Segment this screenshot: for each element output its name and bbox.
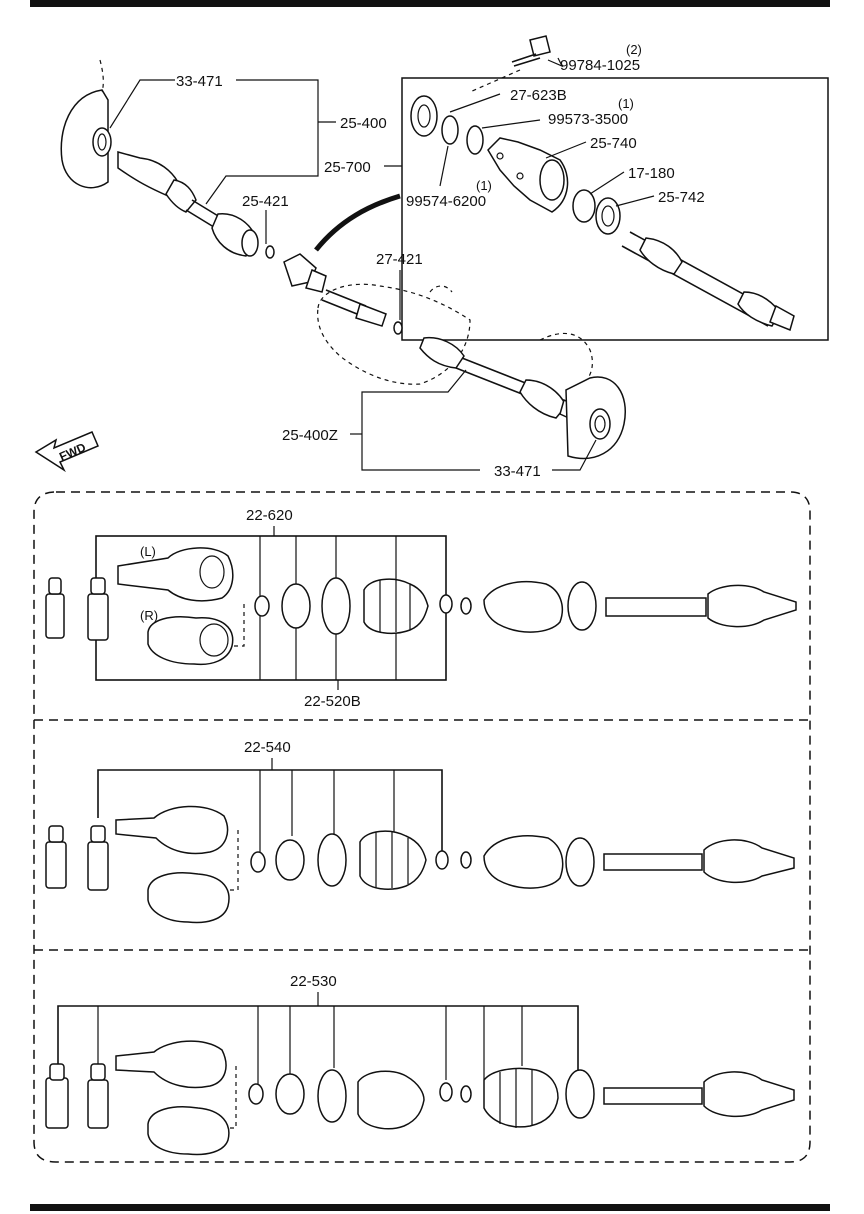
label-99784-1025: 99784-1025 <box>560 57 640 74</box>
outer-cv-joint <box>707 584 797 628</box>
kit-22-540 <box>45 758 795 924</box>
label-25-421: 25-421 <box>242 193 289 210</box>
clip-27-421 <box>393 321 403 335</box>
label-25-700: 25-700 <box>324 159 371 176</box>
label-25-400z: 25-400Z <box>282 427 338 444</box>
inner-boot <box>359 830 427 890</box>
outer-boot <box>483 835 564 889</box>
bolt-99784-1025 <box>529 35 551 57</box>
snap-ring-99573-3500 <box>466 125 484 155</box>
label-22-540: 22-540 <box>244 739 291 756</box>
outer-boot-band <box>567 581 597 631</box>
label-99574-6200: 99574-6200 <box>406 193 486 210</box>
inner-joint-left <box>117 547 234 602</box>
qty-99784-1025: (2) <box>626 42 642 57</box>
clip-25-421 <box>265 245 275 259</box>
top-border <box>30 0 830 7</box>
left-outer-boot <box>165 179 197 213</box>
inner-joint-right <box>147 616 234 666</box>
kit-22-620 <box>45 526 797 690</box>
inner-boot <box>357 1070 425 1130</box>
right-shaft <box>461 357 529 385</box>
right-drive-shaft-assembly <box>283 253 626 460</box>
drive-shaft <box>605 597 707 617</box>
left-wheel-hub <box>60 89 109 189</box>
snap-ring-99574-6200 <box>441 115 459 145</box>
leader-lines-upper <box>109 57 655 471</box>
seal-25-742 <box>595 197 621 235</box>
label-25-742: 25-742 <box>658 189 705 206</box>
inner-joint-housing-alt <box>147 1106 230 1156</box>
drive-shaft <box>603 853 703 871</box>
grease-tube <box>87 1079 109 1129</box>
grease-tube <box>87 841 109 891</box>
kit-panel-border <box>33 491 811 1163</box>
inner-joint-housing-alt <box>147 872 230 924</box>
label-22-520b: 22-520B <box>304 693 361 710</box>
outer-boot-band <box>565 1069 595 1119</box>
outer-boot <box>483 581 564 633</box>
left-drive-shaft-assembly <box>60 59 275 259</box>
boot-band <box>321 577 351 635</box>
right-hub-seal <box>589 408 611 440</box>
marker-left: (L) <box>140 544 156 559</box>
outer-cv-joint <box>703 1071 795 1118</box>
grease-tube <box>45 841 67 889</box>
inner-joint-housing <box>115 805 229 855</box>
bearing-17-180 <box>572 189 596 223</box>
label-25-400: 25-400 <box>340 115 387 132</box>
label-22-530: 22-530 <box>290 973 337 990</box>
label-25-740: 25-740 <box>590 135 637 152</box>
inner-joint-housing <box>115 1040 227 1089</box>
label-33-471-top: 33-471 <box>176 73 223 90</box>
grease-tube <box>45 593 65 639</box>
qty-99574-6200: (1) <box>476 178 492 193</box>
label-17-180: 17-180 <box>628 165 675 182</box>
snap-ring <box>250 851 266 873</box>
retaining-ring <box>275 1073 305 1115</box>
retaining-ring <box>275 839 305 881</box>
retaining-ring <box>281 583 311 629</box>
right-outer-boot <box>519 379 567 419</box>
fwd-label: FWD <box>57 440 88 464</box>
bottom-border <box>30 1204 830 1211</box>
qty-99573-3500: (1) <box>618 96 634 111</box>
seal-27-623b <box>410 95 438 137</box>
grease-tube <box>87 593 109 641</box>
left-hub-seal <box>92 127 112 157</box>
label-22-620: 22-620 <box>246 507 293 524</box>
boot-band <box>317 833 347 887</box>
label-33-471-bottom: 33-471 <box>494 463 541 480</box>
outer-boot-band <box>565 837 595 887</box>
snap-ring <box>248 1083 264 1105</box>
snap-ring <box>254 595 270 617</box>
kit-22-530 <box>45 992 795 1156</box>
grease-tube <box>45 1077 69 1129</box>
label-27-421: 27-421 <box>376 251 423 268</box>
outer-cv-joint <box>703 839 795 884</box>
outer-boot-ribbed <box>483 1067 559 1128</box>
intermediate-shaft-assembly <box>314 35 829 341</box>
drive-shaft <box>603 1087 703 1105</box>
label-27-623b: 27-623B <box>510 87 567 104</box>
label-99573-3500: 99573-3500 <box>548 111 628 128</box>
boot-band <box>317 1069 347 1123</box>
forward-direction-arrow: FWD <box>34 431 99 473</box>
marker-right: (R) <box>140 608 158 623</box>
transmission-outline <box>317 283 471 385</box>
left-inner-joint <box>241 229 259 257</box>
right-inner-boot <box>419 336 465 369</box>
